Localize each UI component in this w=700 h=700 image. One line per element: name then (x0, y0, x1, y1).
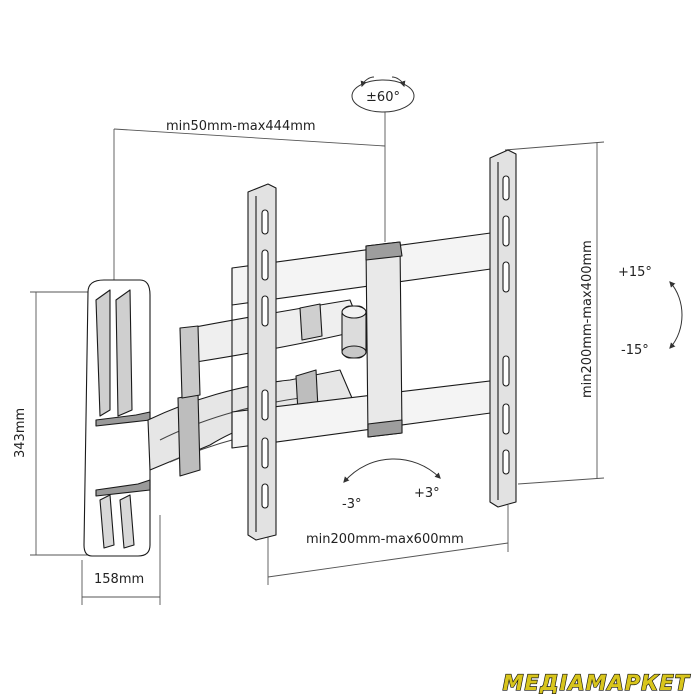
swivel-right-label: +3° (414, 486, 440, 501)
wall-plate-width-label: 158mm (94, 572, 144, 587)
tilt-indicator: +15° -15° (618, 265, 683, 358)
swivel-indicator: -3° +3° (342, 458, 441, 512)
brand-watermark: МЕДІАМАРКЕТ (503, 671, 691, 695)
rotation-indicator: ±60° (351, 76, 415, 113)
swivel-arc-icon (343, 458, 441, 483)
arm-extension-label: min50mm-max444mm (166, 119, 316, 134)
tilt-down-label: -15° (621, 343, 649, 358)
left-vesa-bar (247, 183, 277, 541)
tilt-arc-icon (669, 281, 683, 349)
right-vesa-bar (489, 149, 517, 508)
center-tilt-bracket (365, 241, 403, 438)
swivel-left-label: -3° (342, 497, 361, 512)
rotation-ellipse (351, 79, 415, 113)
wall-plate (83, 279, 151, 557)
tv-mount-illustration (83, 149, 517, 557)
swivel-joint (341, 305, 367, 359)
rotate-right-arrow-icon (391, 76, 406, 88)
dimension-lines (30, 110, 605, 605)
tilt-up-label: +15° (618, 265, 652, 280)
vertical-vesa-label: min200mm-max400mm (580, 240, 595, 398)
rotate-left-arrow-icon (360, 76, 375, 88)
horizontal-vesa-label: min200mm-max600mm (306, 532, 464, 547)
rotation-label: ±60° (366, 90, 400, 105)
wall-plate-height-label: 343mm (13, 408, 28, 458)
